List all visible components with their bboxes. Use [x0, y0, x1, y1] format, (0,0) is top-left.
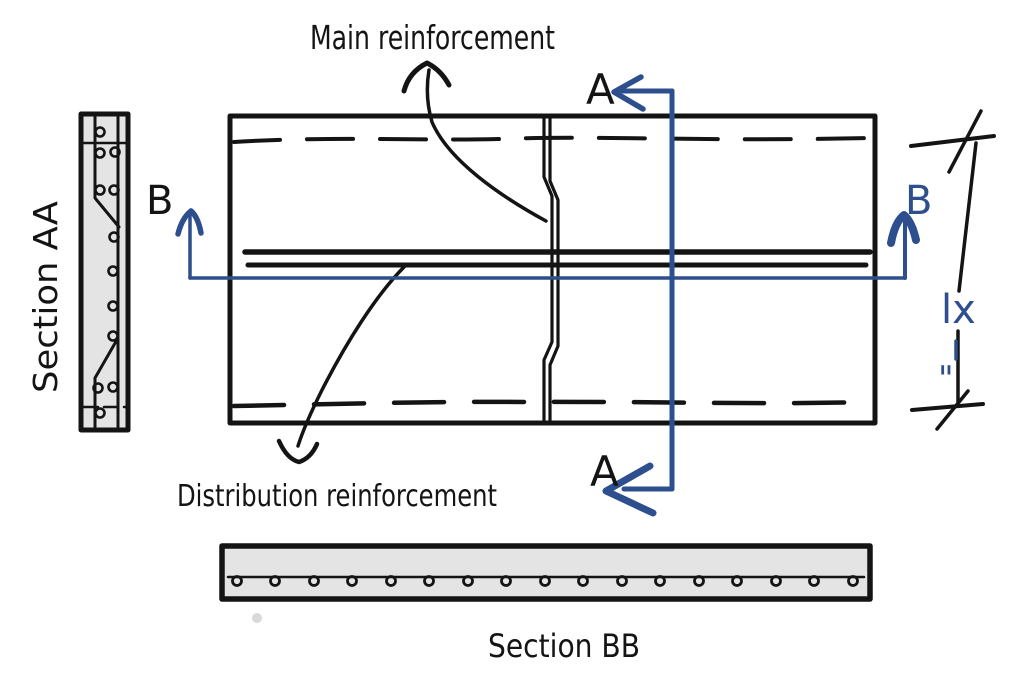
section-bb-outline	[219, 543, 873, 602]
plan-view	[227, 113, 878, 426]
cut-a-top-arrowhead-icon	[611, 74, 646, 112]
section-aa-rebar-dots	[92, 126, 121, 419]
cut-b-right-arrowhead-icon	[887, 211, 920, 247]
dimension-bottom-slash	[935, 389, 970, 431]
main-reinforcement-arrow	[425, 68, 548, 223]
main-reinforcement-arrowhead-icon	[401, 60, 452, 94]
distribution-reinforcement-label: Distribution reinforcement	[177, 479, 497, 514]
dimension-upper-segment	[957, 141, 978, 293]
section-cut-aa	[602, 74, 675, 517]
crank-bar-right	[548, 115, 560, 425]
cut-b-left-label: B	[146, 178, 173, 224]
cut-b-right-label: B	[905, 178, 932, 224]
dimension-lx	[909, 109, 996, 431]
section-bb-drawing	[219, 543, 873, 623]
stray-dot	[252, 613, 262, 623]
section-aa-drawing	[78, 111, 131, 433]
bottom-dashed-reinforcement-line	[231, 399, 869, 409]
annotation-arrows	[276, 60, 548, 465]
section-aa-label: Section AA	[26, 201, 65, 393]
cut-b-left-arrowhead-icon	[175, 208, 204, 237]
main-reinforcement-label: Main reinforcement	[310, 18, 555, 57]
section-bb-rebar-dots	[231, 575, 859, 587]
slab-outline	[227, 113, 878, 426]
section-bb-label: Section BB	[488, 627, 640, 665]
dimension-ditto-mark: "	[938, 359, 954, 399]
dimension-top-tick	[909, 134, 996, 148]
crank-bar-left	[542, 115, 554, 425]
cut-a-bottom-label: A	[590, 447, 619, 496]
dimension-lx-label: lx	[941, 287, 976, 333]
cut-a-bottom-arrowhead-icon	[602, 462, 657, 517]
distribution-reinforcement-arrowhead-icon	[276, 438, 320, 465]
dimension-bottom-tick	[910, 402, 985, 412]
cut-a-top-label: A	[586, 65, 615, 114]
section-aa-outline	[78, 111, 131, 433]
distribution-reinforcement-arrow	[296, 264, 407, 448]
section-cut-bb	[175, 208, 920, 280]
top-dashed-reinforcement-line	[232, 135, 870, 144]
dimension-top-slash	[947, 109, 983, 174]
